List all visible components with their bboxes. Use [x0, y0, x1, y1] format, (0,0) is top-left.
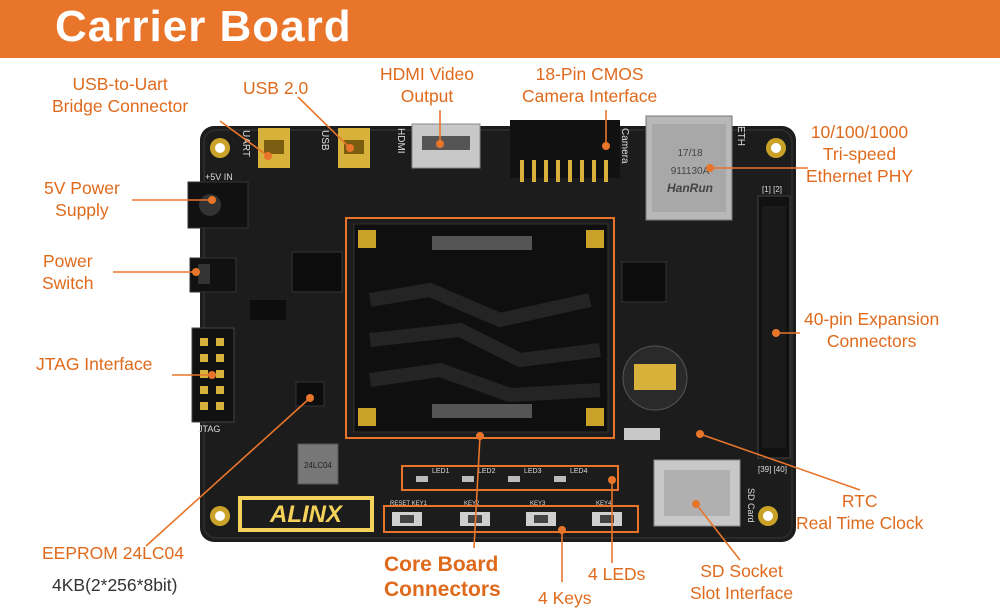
camera-header [510, 120, 620, 182]
label-jtag: JTAG Interface [36, 354, 153, 374]
sd-card-slot [653, 459, 741, 527]
power-in-silkscreen: +5V IN [205, 172, 233, 182]
page-title: Carrier Board [55, 2, 352, 51]
eth-chip-brand: HanRun [667, 181, 713, 195]
uart-silkscreen: UART [240, 130, 251, 157]
key-row [392, 512, 622, 526]
label-usb-uart: USB-to-Uart Bridge Connector [52, 74, 189, 116]
label-eeprom: EEPROM 24LC04 [42, 543, 185, 563]
key4-silkscreen: KEY4 [596, 501, 612, 507]
led3-silkscreen: LED3 [524, 468, 542, 475]
expansion-header [757, 195, 791, 459]
camera-silkscreen: Camera [619, 128, 630, 164]
key3-silkscreen: KEY3 [530, 501, 546, 507]
label-leds: 4 LEDs [588, 564, 646, 584]
label-rtc: RTC Real Time Clock [796, 491, 924, 533]
inductor [297, 443, 339, 485]
eth-chip-code: 911130A [671, 166, 710, 177]
led4-silkscreen: LED4 [570, 468, 588, 475]
led2-silkscreen: LED2 [478, 468, 496, 475]
label-core-board: Core Board Connectors [384, 553, 501, 601]
hdmi-connector [411, 123, 481, 169]
pin-bottom-silkscreen: [39] [40] [758, 465, 787, 474]
label-keys: 4 Keys [538, 588, 592, 608]
key2-silkscreen: KEY2 [464, 501, 480, 507]
led1-silkscreen: LED1 [432, 468, 450, 475]
label-power-supply: 5V Power Supply [44, 178, 120, 220]
dc-power-jack [187, 181, 249, 229]
ethernet-rj45 [645, 115, 733, 221]
mounting-holes [210, 138, 786, 526]
leds-highlight [401, 465, 619, 491]
crystal [624, 428, 660, 440]
key1-silkscreen: RESET KEY1 [390, 501, 428, 507]
usb-uart-connector [258, 128, 290, 168]
eth-chip-date: 17/18 [677, 148, 702, 159]
svg-text:ALINX: ALINX [269, 501, 344, 528]
label-hdmi: HDMI Video Output [380, 64, 475, 106]
label-power-switch: Power Switch [42, 251, 94, 293]
hdmi-silkscreen: HDMI [395, 128, 406, 154]
pin-top-silkscreen: [1] [2] [762, 185, 782, 194]
alinx-logo: ALINX [238, 496, 374, 532]
label-ethernet: 10/100/1000 Tri-speed Ethernet PHY [806, 122, 913, 186]
leader-lines [113, 96, 861, 582]
label-usb2: USB 2.0 [243, 78, 309, 98]
rtc-battery-holder [622, 345, 688, 411]
led-row [416, 476, 566, 482]
keys-highlight [383, 505, 639, 533]
leader-dots [192, 140, 780, 534]
label-sd: SD Socket Slot Interface [690, 561, 794, 603]
sd-silkscreen: SD Card [746, 488, 756, 523]
label-eeprom-size: 4KB(2*256*8bit) [52, 575, 178, 595]
label-expansion: 40-pin Expansion Connectors [804, 309, 940, 351]
label-camera: 18-Pin CMOS Camera Interface [522, 64, 658, 106]
usb-silkscreen: USB [319, 130, 330, 151]
eth-silkscreen: ETH [735, 126, 746, 146]
jtag-silkscreen: JTAG [198, 424, 220, 434]
usb-uart-chip [291, 251, 343, 293]
title-banner: Carrier Board [0, 0, 1000, 58]
inductor-marking: 24LC04 [304, 461, 333, 470]
core-board-socket [353, 223, 609, 433]
